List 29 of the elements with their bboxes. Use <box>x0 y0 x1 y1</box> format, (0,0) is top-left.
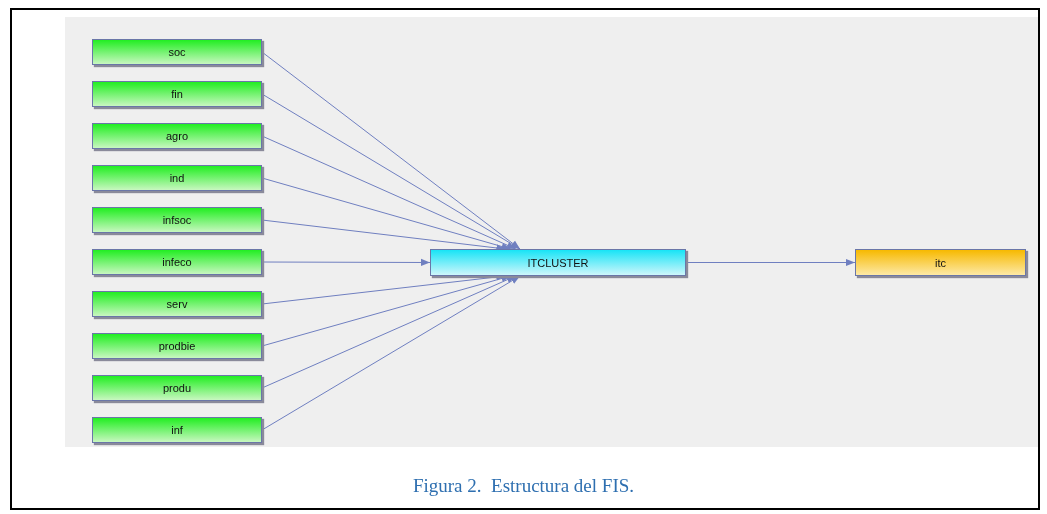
node-label: ind <box>169 172 185 184</box>
node-label: agro <box>166 130 188 142</box>
node-label: produ <box>162 382 192 394</box>
arrow <box>685 258 856 267</box>
node-label: soc <box>168 46 186 58</box>
rule-block-box <box>430 249 686 276</box>
node-label: ITCLUSTER <box>527 256 589 269</box>
arrow <box>261 258 431 267</box>
input-variable-box <box>92 165 262 191</box>
input-variable-box <box>92 39 262 65</box>
input-variable-box <box>92 123 262 149</box>
node-label: fin <box>171 88 183 100</box>
input-variable-box <box>92 417 262 443</box>
node-label: serv <box>166 298 188 310</box>
node-label: itc <box>935 256 946 269</box>
figure-caption: Figura 2. Estructura del FIS. <box>412 475 635 497</box>
input-variable-box <box>92 249 262 275</box>
input-variable-box <box>92 375 262 401</box>
input-variable-box <box>92 207 262 233</box>
arrow <box>261 275 521 431</box>
node-label: infsoc <box>162 214 192 226</box>
node-label: infeco <box>162 256 192 268</box>
input-variable-box <box>92 81 262 107</box>
input-variable-box <box>92 291 262 317</box>
output-variable-box <box>855 249 1026 276</box>
input-variable-box <box>92 333 262 359</box>
node-label: inf <box>171 424 183 436</box>
arrow <box>261 93 521 250</box>
node-label: prodbie <box>158 340 196 352</box>
